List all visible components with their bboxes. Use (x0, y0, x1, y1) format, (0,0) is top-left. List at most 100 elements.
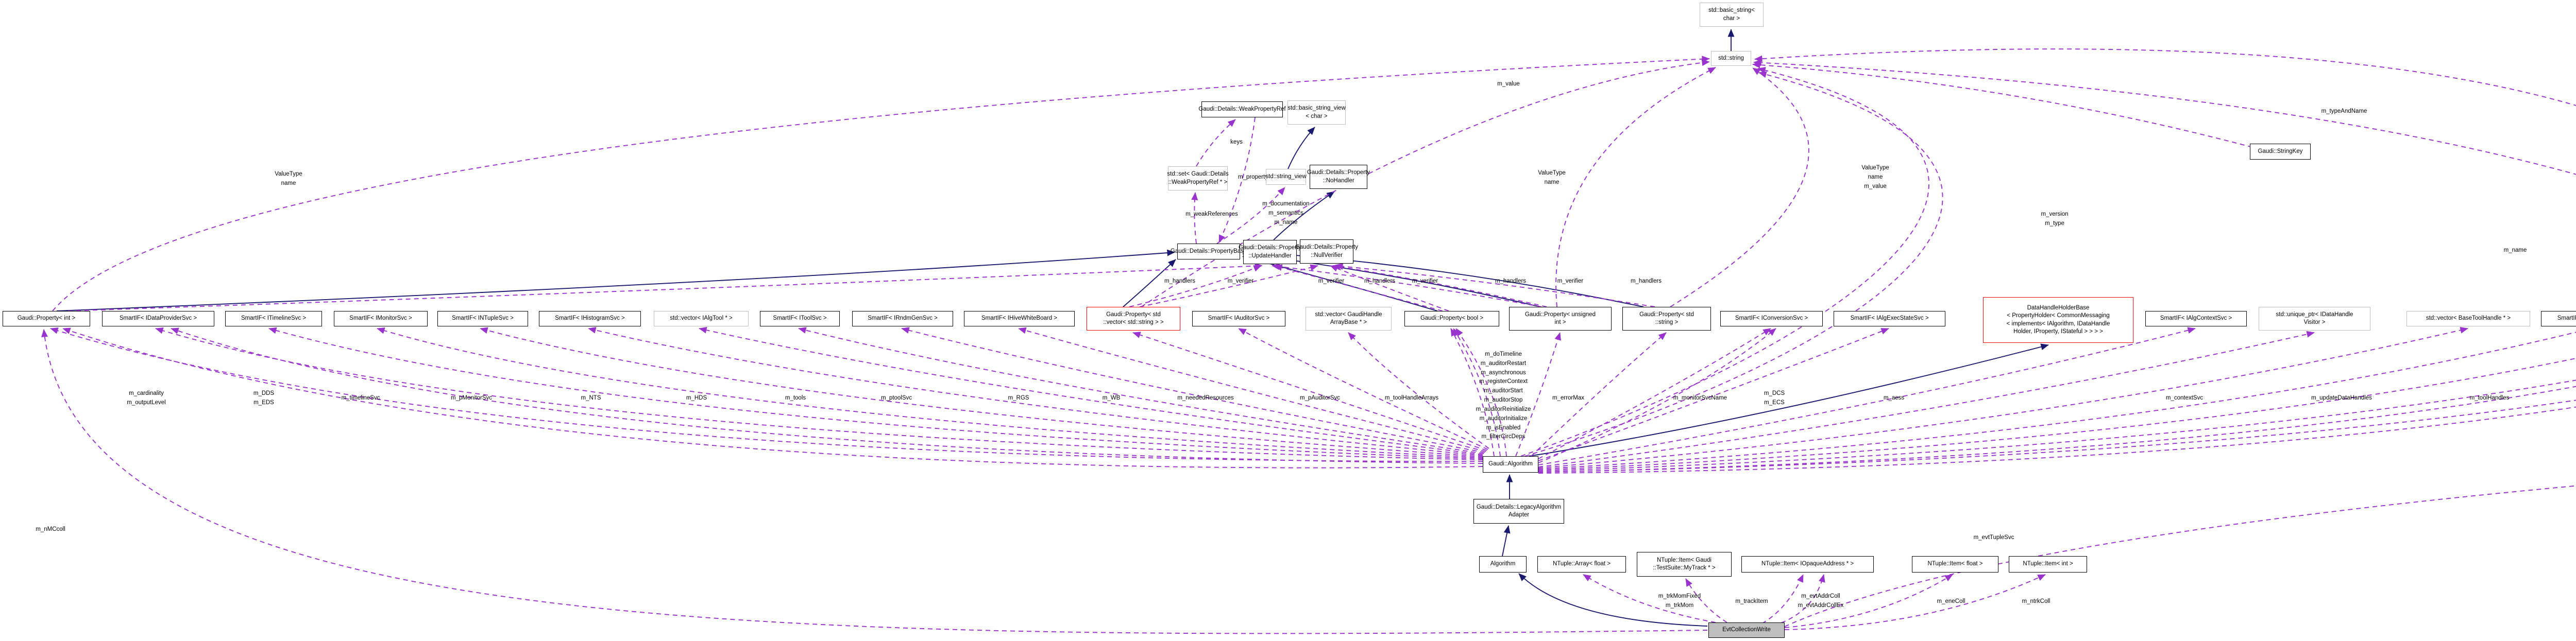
edge-label-32: m_pAuditorSvc (1300, 395, 1340, 401)
edge-label-36: m_monitorSvcName (1673, 395, 1727, 401)
class-node-nt_item_int[interactable]: NTuple::Item< int > (2009, 556, 2087, 573)
inheritance-edge-12 (1502, 525, 1511, 557)
edge-label-0: m_value (1497, 81, 1520, 87)
class-node-if_ntuple[interactable]: SmartIF< INTupleSvc > (437, 311, 528, 326)
edge-label-20: m_handlers (1630, 278, 1662, 284)
class-node-vec_ghab: std::vector< GaudiHandle ArrayBase * > (1306, 307, 1392, 331)
class-node-prop_int[interactable]: Gaudi::Property< int > (3, 311, 90, 326)
usage-edge-53 (1784, 485, 2576, 627)
edge-label-38: m_aess (1883, 395, 1905, 401)
class-node-update_handler[interactable]: Gaudi::Details::Property ::UpdateHandler (1239, 240, 1301, 264)
edge-label-48: m_evtTupleSvc (1973, 534, 2014, 541)
class-node-nt_item_float[interactable]: NTuple::Item< float > (1912, 556, 1998, 573)
class-node-property_base[interactable]: Gaudi::Details::PropertyBase (1171, 244, 1247, 259)
edge-label-5: ValueType name (1538, 170, 1566, 185)
edge-label-37: m_DCS m_ECS (1764, 390, 1785, 406)
edge-label-21: m_cardinality m_outputLevel (127, 390, 166, 406)
edge-label-10: m_name (2503, 247, 2527, 253)
edge-label-1: keys (1230, 139, 1243, 145)
inheritance-edge-8 (1529, 343, 2049, 457)
edge-label-30: m_WB (1102, 395, 1121, 401)
usage-edge-49 (1761, 574, 1804, 624)
class-node-no_handler[interactable]: Gaudi::Details::Property ::NoHandler (1307, 165, 1370, 189)
class-node-if_toolsvc[interactable]: SmartIF< IToolSvc > (760, 311, 840, 326)
edge-label-31: m_neededResources (1177, 395, 1234, 401)
usage-edge-33 (1531, 332, 1667, 457)
class-node-if_algexec[interactable]: SmartIF< IAlgExecStateSvc > (1834, 311, 1945, 326)
class-node-vec_bth: std::vector< BaseToolHandle * > (2406, 311, 2530, 326)
edge-label-29: m_RGS (1008, 395, 1029, 401)
class-node-string_key[interactable]: Gaudi::StringKey (2250, 144, 2311, 160)
class-node-if_algcontext[interactable]: SmartIF< IAlgContextSvc > (2145, 311, 2247, 326)
edge-label-17: m_verifier (1412, 278, 1438, 284)
usage-edge-71 (1524, 71, 1943, 457)
edge-label-3: m_weakReferences (1185, 211, 1238, 217)
class-node-if_hivewb[interactable]: SmartIF< IHiveWhiteBoard > (964, 311, 1075, 326)
edge-label-9: m_typeAndName (2321, 108, 2367, 114)
class-node-std_string: std::string (1711, 51, 1751, 66)
edge-label-50: m_trackItem (1735, 598, 1768, 604)
class-node-basic_string_view: std::basic_string_view < char > (1287, 100, 1346, 125)
class-node-weak_property_ref[interactable]: Gaudi::Details::WeakPropertyRef (1198, 101, 1286, 117)
usage-edge-20 (480, 327, 1483, 457)
class-node-if_exception[interactable]: SmartIF< IExceptionSvc > (2541, 311, 2576, 326)
usage-edge-65 (1335, 263, 1655, 307)
class-node-if_rndmgen[interactable]: SmartIF< IRndmGenSvc > (852, 311, 953, 326)
edge-label-24: m_pMonitorSvc (451, 395, 492, 401)
edge-label-2: m_property (1238, 174, 1268, 180)
class-node-if_conversion[interactable]: SmartIF< IConversionSvc > (1720, 311, 1823, 326)
usage-edge-15 (62, 327, 1483, 469)
edge-label-7: ValueType name m_value (1861, 165, 1889, 189)
edge-label-34: m_doTimeline m_auditorRestart m_asynchro… (1476, 351, 1531, 440)
class-node-prop_uint[interactable]: Gaudi::Property< unsigned int > (1509, 307, 1612, 331)
class-node-nt_item_mytrack[interactable]: NTuple::Item< Gaudi ::TestSuite::MyTrack… (1637, 552, 1732, 577)
edge-label-33: m_toolHandleArrays (1384, 395, 1439, 401)
class-node-if_timeline[interactable]: SmartIF< ITimelineSvc > (225, 311, 322, 326)
usage-edge-46 (41, 329, 1708, 634)
class-node-if_auditor[interactable]: SmartIF< IAuditorSvc > (1192, 311, 1285, 326)
class-node-legacy_adapter[interactable]: Gaudi::Details::LegacyAlgorithm Adapter (1473, 499, 1564, 524)
edge-label-6: ValueType name (275, 171, 302, 186)
class-node-if_dataprovider[interactable]: SmartIF< IDataProviderSvc > (102, 311, 214, 326)
edge-label-27: m_tools (785, 395, 806, 401)
edge-label-54: m_nMCcoll (36, 526, 65, 532)
edge-label-40: m_updateDataHandles (2311, 395, 2372, 401)
usage-edge-59 (1129, 265, 1262, 307)
usage-edge-28 (1348, 332, 1489, 449)
class-node-prop_vecstring[interactable]: Gaudi::Property< std ::vector< std::stri… (1087, 307, 1180, 331)
edge-label-49: m_trkMomFixed m_trkMom (1658, 593, 1701, 609)
edge-label-26: m_HDS (686, 395, 707, 401)
class-node-algorithm[interactable]: Algorithm (1479, 556, 1527, 573)
edge-label-22: m_DDS m_EDS (253, 390, 275, 406)
class-node-string_view: std::string_view (1265, 169, 1307, 185)
edge-label-23: m_timelineSvc (341, 395, 380, 401)
class-node-dhh_base[interactable]: DataHandleHolderBase < PropertyHolder< C… (1983, 297, 2133, 343)
usage-edge-19 (377, 327, 1483, 458)
edge-label-28: m_ptoolSvc (880, 395, 912, 401)
class-node-if_histogram[interactable]: SmartIF< IHistogramSvc > (539, 311, 641, 326)
edge-label-35: m_errorMax (1552, 395, 1584, 401)
class-node-null_verifier[interactable]: Gaudi::Details::Property ::NullVerifier (1295, 239, 1358, 264)
class-node-nt_array_float[interactable]: NTuple::Array< float > (1537, 556, 1626, 573)
edge-label-25: m_NTS (581, 395, 601, 401)
usage-edge-22 (699, 326, 1483, 455)
usage-edge-21 (588, 327, 1483, 456)
usage-edge-37 (1538, 327, 2196, 465)
class-node-evt_collection_write: EvtCollectionWrite (1708, 622, 1785, 638)
class-node-prop_string[interactable]: Gaudi::Property< std ::string > (1622, 307, 1711, 331)
class-node-gaudi_algorithm[interactable]: Gaudi::Algorithm (1483, 456, 1538, 473)
usage-edge-60 (1139, 264, 1318, 307)
usage-edge-67 (1555, 67, 1716, 307)
class-node-uptr_dhv: std::unique_ptr< IDataHandle Visitor > (2259, 307, 2370, 331)
edge-label-52: m_eneColl (1937, 598, 1965, 604)
edge-label-41: m_toolHandles (2469, 395, 2510, 401)
class-node-vec_ialgtool: std::vector< IAlgTool * > (654, 311, 749, 326)
edge-label-18: m_handlers (1495, 278, 1527, 284)
usage-edge-25 (1018, 327, 1486, 452)
edge-label-4: m_documentation m_semantics m_name (1262, 201, 1310, 226)
class-node-if_monitor[interactable]: SmartIF< IMonitorSvc > (334, 311, 428, 326)
class-node-nt_item_opaque[interactable]: NTuple::Item< IOpaqueAddress * > (1741, 556, 1874, 573)
usage-edge-63 (1272, 263, 1542, 307)
class-node-prop_bool[interactable]: Gaudi::Property< bool > (1404, 311, 1499, 326)
